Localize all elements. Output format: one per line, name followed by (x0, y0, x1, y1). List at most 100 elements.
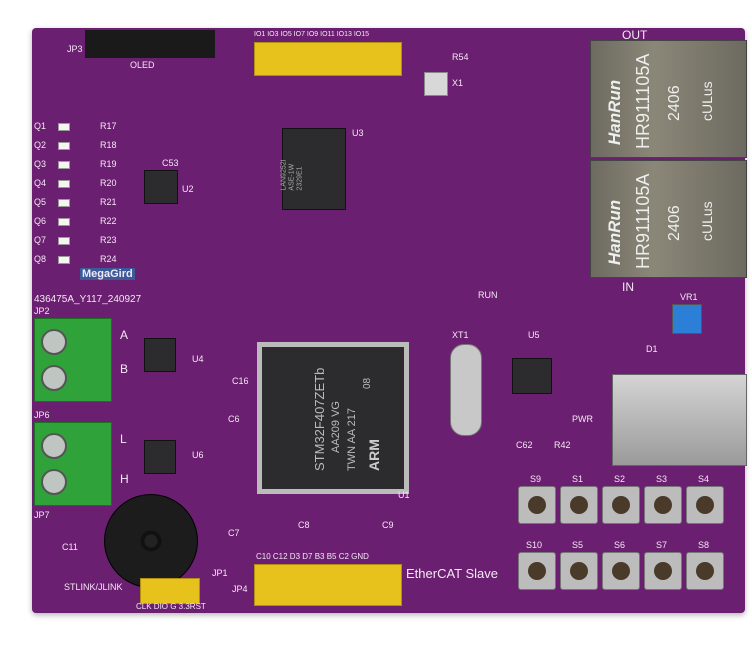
revision-label: 436475A_Y117_240927 (34, 294, 142, 305)
terminal-b-label: B (120, 362, 129, 376)
terminal-block-jp6[interactable] (34, 422, 112, 506)
terminal-a-label: A (120, 328, 129, 342)
button-label: S10 (526, 540, 543, 550)
u3-label: U3 (352, 128, 364, 138)
run-label: RUN (478, 290, 498, 300)
button-label: S7 (656, 540, 668, 550)
usb-b-connector[interactable] (612, 374, 747, 466)
swd-header (140, 578, 200, 604)
u6-chip (144, 440, 176, 474)
potentiometer-vr1[interactable] (672, 304, 702, 334)
terminal-h-label: H (120, 472, 129, 486)
mcu-date: TWN AA 217 (346, 408, 358, 471)
rj45-date: 2406 (666, 205, 683, 241)
x1-label: X1 (452, 78, 464, 88)
bottom-pin-labels: C10 C12 D3 D7 B3 B5 C2 GND (256, 552, 369, 561)
button-s3[interactable] (644, 486, 682, 524)
stlink-label: STLINK/JLINK (64, 582, 123, 592)
led-label: Q4 (34, 178, 47, 188)
button-s7[interactable] (644, 552, 682, 590)
oled-label: OLED (130, 60, 155, 70)
jp2-label: JP2 (34, 306, 50, 316)
c8-label: C7 (228, 528, 240, 538)
resistor-label: R20 (100, 178, 117, 188)
u4-label: U4 (192, 354, 204, 364)
button-s2[interactable] (602, 486, 640, 524)
out-label: OUT (622, 28, 648, 42)
jp1-label: JP1 (212, 568, 228, 578)
button-s4[interactable] (686, 486, 724, 524)
rj45-in: HanRun HR911105A 2406 cULus (590, 160, 747, 278)
u3-text3: 2329E1 (296, 166, 304, 191)
arm-logo: ARM (366, 439, 382, 471)
d1-label: D1 (646, 344, 658, 354)
button-label: S1 (572, 474, 584, 484)
u2-label: U2 (182, 184, 194, 194)
button-s9[interactable] (518, 486, 556, 524)
c6-label: C16 (232, 376, 249, 386)
rj45-cert: cULus (699, 201, 715, 241)
jp4-label: JP4 (232, 584, 248, 594)
top-pin-labels: IO1 IO3 IO5 IO7 IO9 IO11 IO13 IO15 (254, 31, 370, 38)
lan9252-chip: LAN9252I ASE-1W 2329E1 (280, 128, 346, 210)
button-s5[interactable] (560, 552, 598, 590)
led-label: Q7 (34, 235, 47, 245)
crystal-x1 (424, 72, 448, 96)
c7-label: C6 (228, 414, 240, 424)
button-s6[interactable] (602, 552, 640, 590)
button-label: S8 (698, 540, 710, 550)
u1-label: U1 (398, 490, 410, 500)
pcb-board: OLED JP3 IO1 IO3 IO5 IO7 IO9 IO11 IO13 I… (32, 28, 747, 613)
rj45-model: HR911105A (633, 173, 653, 269)
button-label: S4 (698, 474, 710, 484)
terminal-l-label: L (120, 432, 127, 446)
mcu-lot: AA209 VG (330, 401, 342, 453)
mcu-code: 08 (362, 377, 373, 389)
crystal-xt1 (450, 344, 482, 436)
button-s10[interactable] (518, 552, 556, 590)
led-label: Q3 (34, 159, 47, 169)
buzzer (104, 494, 198, 588)
led-label: Q2 (34, 140, 47, 150)
in-label: IN (622, 280, 634, 294)
u3-text1: LAN9252I (280, 159, 288, 191)
jp7-label: JP7 (34, 510, 50, 520)
xt1-label: XT1 (452, 330, 469, 340)
top-pin-header (254, 42, 402, 76)
rj45-model: HR911105A (633, 53, 653, 149)
stm32-mcu: STM32F407ZETb AA209 VG TWN AA 217 08 ARM (257, 342, 409, 494)
board-title: EtherCAT Slave (406, 566, 499, 581)
button-label: S5 (572, 540, 584, 550)
led-label: Q6 (34, 216, 47, 226)
u5-label: U5 (528, 330, 540, 340)
rj45-brand: HanRun (605, 79, 624, 145)
jp6-label: JP6 (34, 410, 50, 420)
resistor-label: R18 (100, 140, 117, 150)
pwr-label: PWR (572, 414, 593, 424)
brand-label: MegaGird (80, 268, 135, 280)
u4-chip (144, 338, 176, 372)
led-label: Q8 (34, 254, 47, 264)
swd-pin-labels: CLK DIO G 3.3RST (136, 602, 206, 611)
resistor-label: R19 (100, 159, 117, 169)
button-label: S6 (614, 540, 626, 550)
c62-label: C62 (516, 440, 533, 450)
terminal-block-jp2[interactable] (34, 318, 112, 402)
button-label: S2 (614, 474, 626, 484)
led-label: Q1 (34, 121, 47, 131)
resistor-label: R21 (100, 197, 117, 207)
c16-label: C53 (162, 158, 179, 168)
rj45-brand: HanRun (605, 199, 624, 265)
button-label: S3 (656, 474, 668, 484)
c9-label: C8 (298, 520, 310, 530)
c11-label: C9 (382, 520, 394, 530)
u5-regulator (512, 358, 552, 394)
button-s1[interactable] (560, 486, 598, 524)
c53-label: R54 (452, 52, 469, 62)
led-label: Q5 (34, 197, 47, 207)
button-label: S9 (530, 474, 542, 484)
jp-label: JP3 (67, 44, 83, 54)
vr1-label: VR1 (680, 292, 698, 302)
rj45-out: HanRun HR911105A 2406 cULus (590, 40, 747, 158)
button-s8[interactable] (686, 552, 724, 590)
